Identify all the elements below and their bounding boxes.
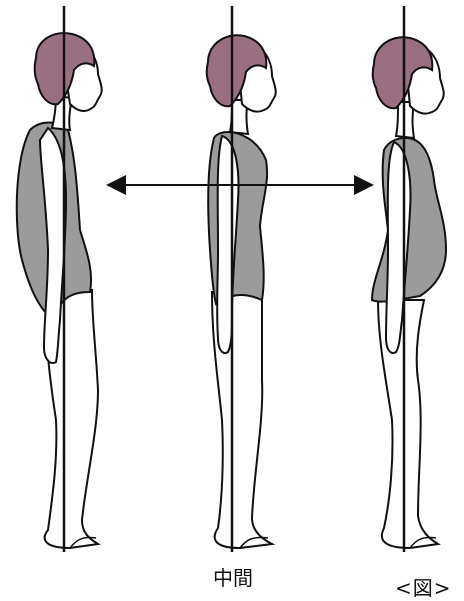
figure-slouched (17, 6, 102, 552)
figure-neutral (207, 6, 276, 552)
figure-sway-back (372, 6, 446, 552)
middle-label: 中間 (213, 562, 253, 591)
figure-caption: <図> (395, 572, 452, 601)
